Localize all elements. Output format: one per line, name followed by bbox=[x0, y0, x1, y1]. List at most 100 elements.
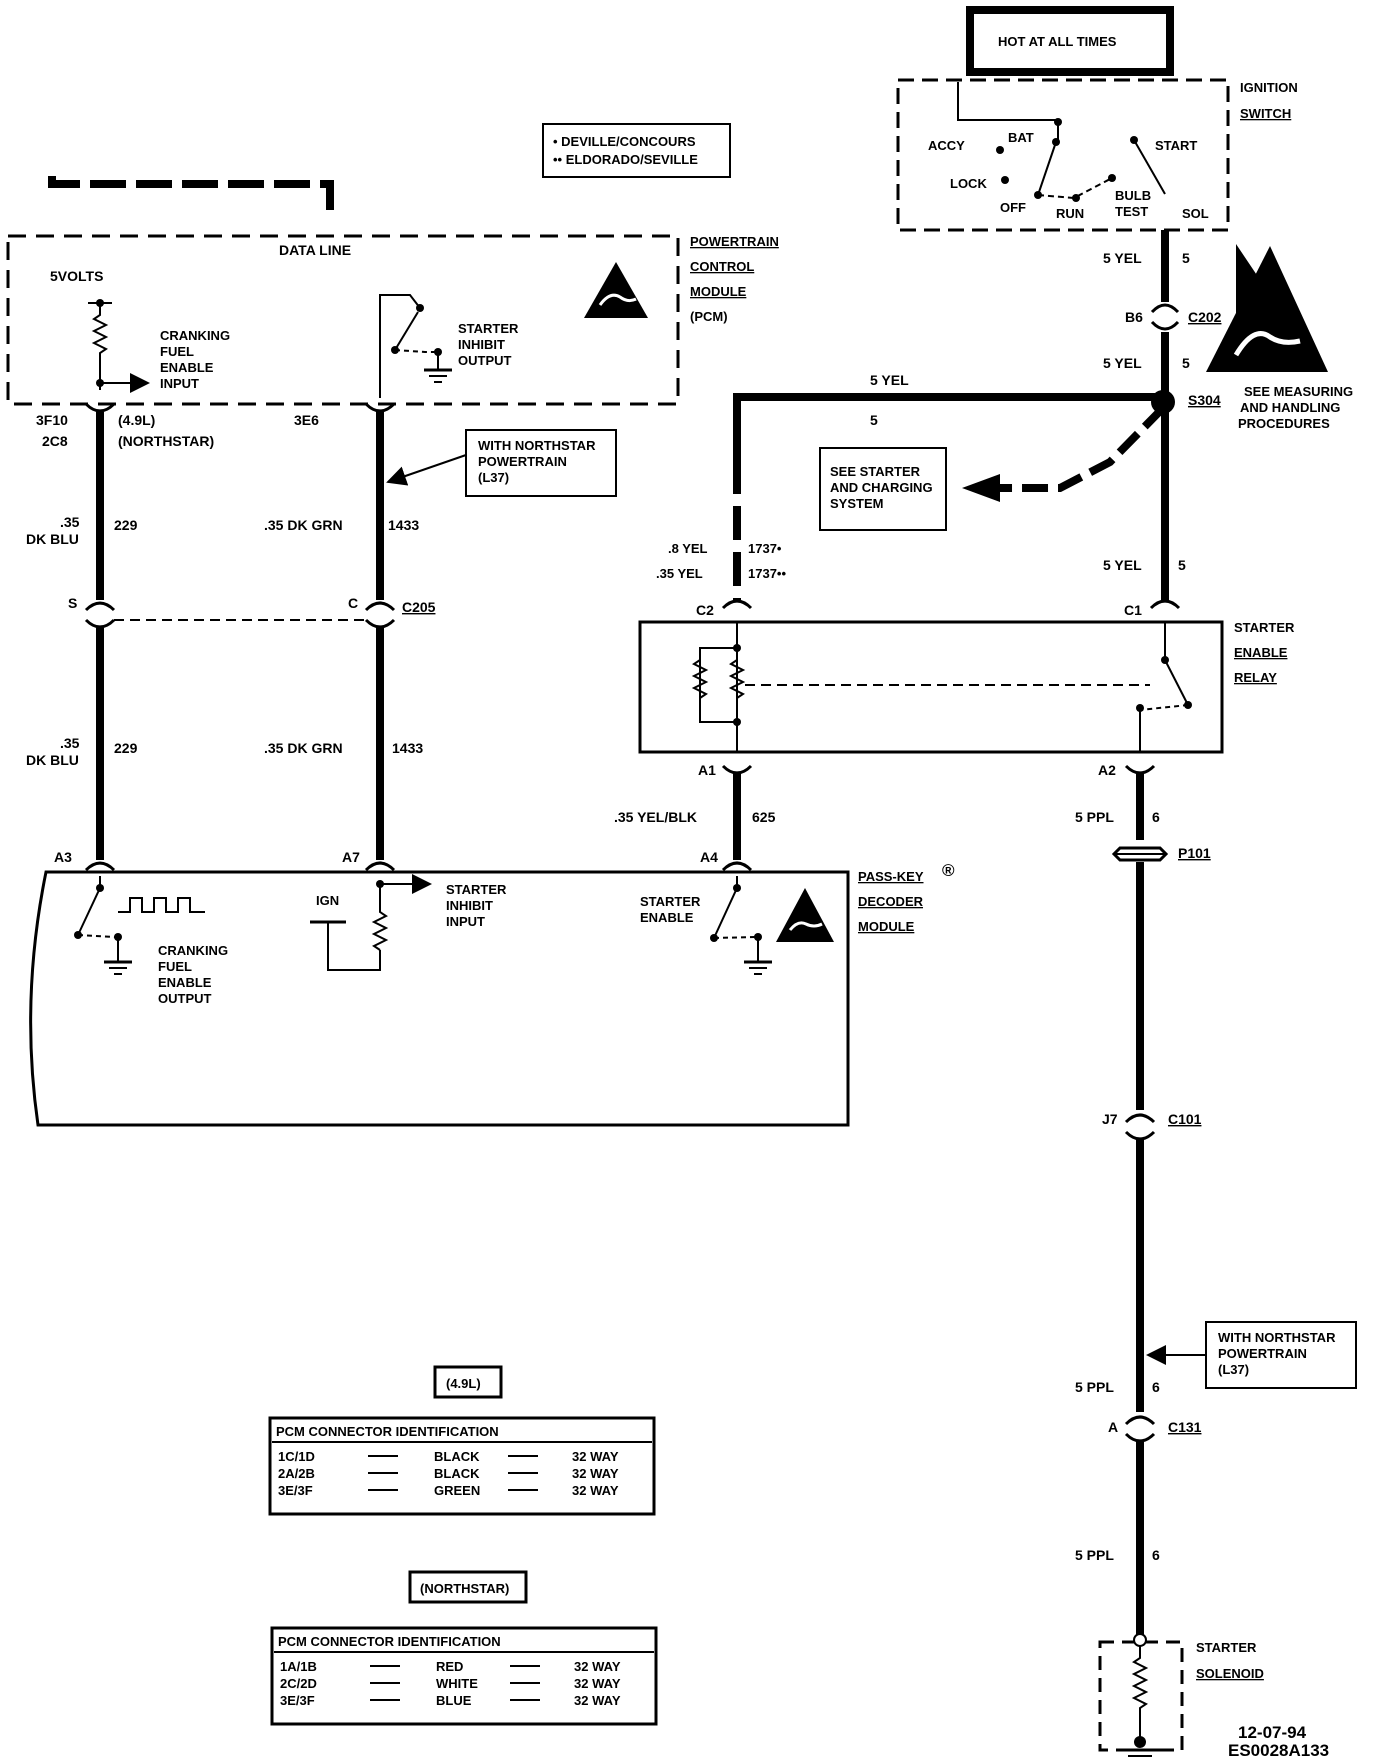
run-label: RUN bbox=[1056, 206, 1084, 221]
pin-a3: A3 bbox=[54, 849, 72, 865]
off-label: OFF bbox=[1000, 200, 1026, 215]
cranking-input-2: FUEL bbox=[160, 344, 194, 359]
inhibit-output-3: OUTPUT bbox=[458, 353, 512, 368]
ppl-label-1: 5 PPL bbox=[1075, 809, 1114, 825]
passkey-label-1: PASS-KEY bbox=[858, 869, 924, 884]
starter-enable-2: ENABLE bbox=[640, 910, 694, 925]
ns-note-bot-3: (L37) bbox=[1218, 1362, 1249, 1377]
w035-label-2: .35 bbox=[60, 735, 80, 751]
cranking-output-4: OUTPUT bbox=[158, 991, 212, 1006]
table-row: 1C/1D BLACK 32 WAY bbox=[278, 1449, 619, 1464]
wire-625: .35 YEL/BLK 625 A4 bbox=[614, 774, 776, 872]
pcm-label-1: POWERTRAIN bbox=[690, 234, 779, 249]
ns-note-bot-2: POWERTRAIN bbox=[1218, 1346, 1307, 1361]
table-northstar: (NORTHSTAR) PCM CONNECTOR IDENTIFICATION… bbox=[270, 1570, 658, 1726]
row-way: 32 WAY bbox=[574, 1659, 621, 1674]
table-row: 2C/2D WHITE 32 WAY bbox=[280, 1676, 621, 1691]
yel-num-1: 5 bbox=[1182, 250, 1190, 266]
n229-label-1: 229 bbox=[114, 517, 138, 533]
inhibit-input-1: STARTER bbox=[446, 882, 507, 897]
test-label: TEST bbox=[1115, 204, 1148, 219]
yel-feed: 5 YEL 5 B6 C202 5 YEL 5 S304 5 YEL 5 bbox=[1103, 230, 1222, 600]
passkey-module: PASS-KEY ® DECODER MODULE CRANKING FUEL … bbox=[29, 861, 955, 1127]
ns-note-top-3: (L37) bbox=[478, 470, 509, 485]
yel-num-2: 5 bbox=[1182, 355, 1190, 371]
p-c-label: C bbox=[348, 595, 358, 611]
pin-3f10: 3F10 bbox=[36, 412, 68, 428]
pcm-label-3: MODULE bbox=[690, 284, 747, 299]
table-row: 1A/1B RED 32 WAY bbox=[280, 1659, 621, 1674]
yel-branch: 5 YEL 5 SEE STARTER AND CHARGING SYSTEM … bbox=[656, 372, 1166, 600]
wire-ppl: 5 PPL 6 P101 J7 C101 WITH NORTHSTAR POWE… bbox=[1075, 774, 1357, 1635]
passkey-reg: ® bbox=[942, 861, 955, 880]
n1737b-label: 1737•• bbox=[748, 566, 786, 581]
passkey-label-2: DECODER bbox=[858, 894, 924, 909]
esd-warning-icon bbox=[584, 262, 648, 318]
five-volts-label: 5VOLTS bbox=[50, 268, 103, 284]
pin-a4: A4 bbox=[700, 849, 718, 865]
ppl-num-2: 6 bbox=[1152, 1379, 1160, 1395]
row-way: 32 WAY bbox=[574, 1693, 621, 1708]
p101-label: P101 bbox=[1178, 845, 1211, 861]
data-line: DATA LINE bbox=[48, 176, 351, 258]
passkey-label-3: MODULE bbox=[858, 919, 915, 934]
footer-code: ES0028A133 bbox=[1228, 1741, 1329, 1760]
lock-label: LOCK bbox=[950, 176, 987, 191]
row-conn: 3E/3F bbox=[280, 1693, 315, 1708]
esd-note: SEE MEASURING AND HANDLING PROCEDURES bbox=[1206, 244, 1353, 431]
solenoid-label-2: SOLENOID bbox=[1196, 1666, 1264, 1681]
inhibit-output-1: STARTER bbox=[458, 321, 519, 336]
esd-note-1: SEE MEASURING bbox=[1244, 384, 1353, 399]
yel-num-3: 5 bbox=[1178, 557, 1186, 573]
cranking-output-1: CRANKING bbox=[158, 943, 228, 958]
row-way: 32 WAY bbox=[572, 1483, 619, 1498]
n1433-label-1: 1433 bbox=[388, 517, 419, 533]
ns-note-bot-1: WITH NORTHSTAR bbox=[1218, 1330, 1336, 1345]
pin-a2: A2 bbox=[1098, 762, 1116, 778]
row-conn: 2A/2B bbox=[278, 1466, 315, 1481]
row-color: GREEN bbox=[434, 1483, 480, 1498]
c101-label: C101 bbox=[1168, 1111, 1202, 1127]
footer-date: 12-07-94 bbox=[1238, 1723, 1307, 1742]
pin-a7: A7 bbox=[342, 849, 360, 865]
pin-c1: C1 bbox=[1124, 602, 1142, 618]
esd-note-3: PROCEDURES bbox=[1238, 416, 1330, 431]
arrow-left-icon bbox=[962, 474, 1000, 502]
table-row: 2A/2B BLACK 32 WAY bbox=[278, 1466, 619, 1481]
row-conn: 2C/2D bbox=[280, 1676, 317, 1691]
table-ns-tag: (NORTHSTAR) bbox=[420, 1581, 509, 1596]
row-way: 32 WAY bbox=[572, 1466, 619, 1481]
see-starter-1: SEE STARTER bbox=[830, 464, 921, 479]
see-starter-2: AND CHARGING bbox=[830, 480, 933, 495]
table-row: 3E/3F GREEN 32 WAY bbox=[278, 1483, 619, 1498]
pcm-label-4: (PCM) bbox=[690, 309, 728, 324]
n625-label: 625 bbox=[752, 809, 776, 825]
cranking-input-1: CRANKING bbox=[160, 328, 230, 343]
yel-branch-label: 5 YEL bbox=[870, 372, 909, 388]
b6-label: B6 bbox=[1125, 309, 1143, 325]
yel035-label: .35 YEL bbox=[656, 566, 703, 581]
table-row: 3E/3F BLUE 32 WAY bbox=[280, 1693, 621, 1708]
ppl-num-3: 6 bbox=[1152, 1547, 1160, 1563]
starter-solenoid: STARTER SOLENOID bbox=[1098, 1633, 1264, 1757]
yelblk-label: .35 YEL/BLK bbox=[614, 809, 697, 825]
row-way: 32 WAY bbox=[574, 1676, 621, 1691]
row-color: BLUE bbox=[436, 1693, 472, 1708]
relay-label-1: STARTER bbox=[1234, 620, 1295, 635]
dkblu-label-1: DK BLU bbox=[26, 531, 79, 547]
dkgrn-label-1: .35 DK GRN bbox=[264, 517, 343, 533]
pin-a1: A1 bbox=[698, 762, 716, 778]
row-conn: 1A/1B bbox=[280, 1659, 317, 1674]
data-line-label: DATA LINE bbox=[279, 242, 351, 258]
inhibit-input-2: INHIBIT bbox=[446, 898, 493, 913]
bat-label: BAT bbox=[1008, 130, 1034, 145]
bulb-label: BULB bbox=[1115, 188, 1151, 203]
variant-legend: • DEVILLE/CONCOURS •• ELDORADO/SEVILLE bbox=[542, 123, 731, 178]
esd-large-icon bbox=[1206, 246, 1328, 372]
hot-at-all-times: HOT AT ALL TIMES bbox=[966, 6, 1174, 76]
starter-enable-1: STARTER bbox=[640, 894, 701, 909]
relay-label-3: RELAY bbox=[1234, 670, 1277, 685]
wire-1433: 3E6 .35 DK GRN 1433 C C205 .35 DK GRN 14… bbox=[114, 402, 436, 872]
pin-c2: C2 bbox=[696, 602, 714, 618]
